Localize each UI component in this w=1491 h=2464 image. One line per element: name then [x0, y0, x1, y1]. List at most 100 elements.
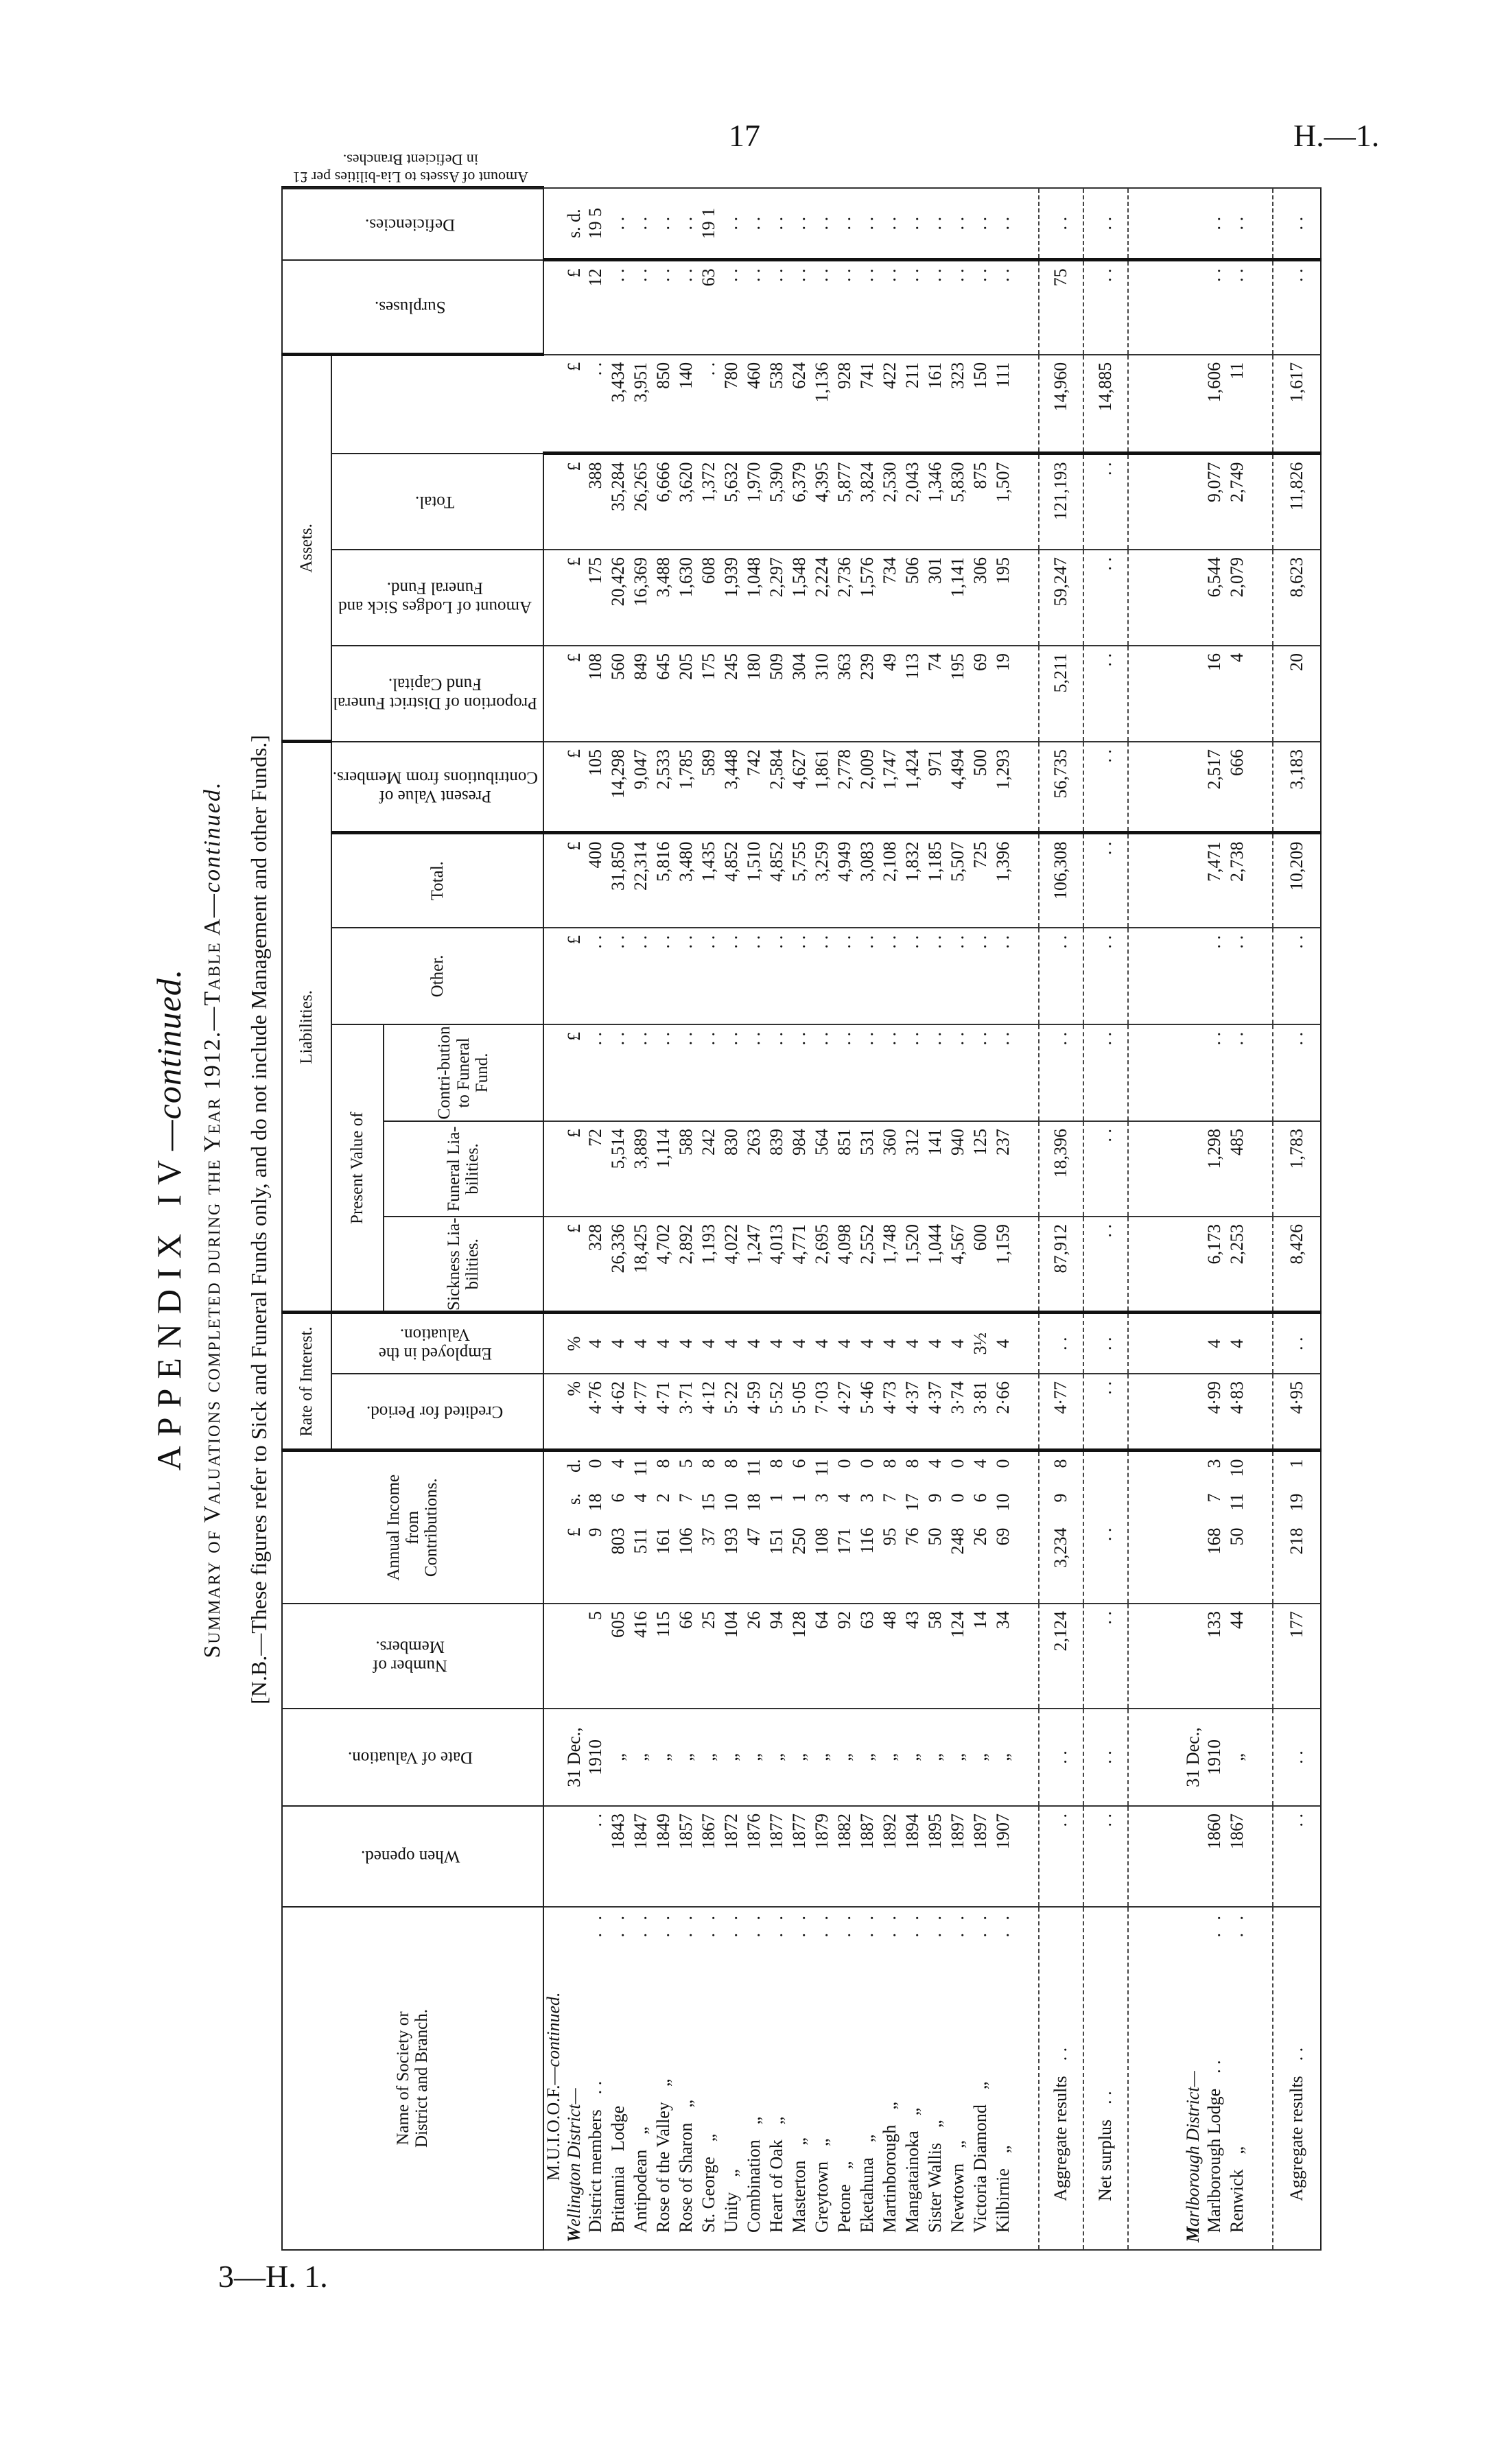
cell-district-fund: 49: [878, 645, 902, 742]
leader-dots: . .: [993, 1912, 1013, 1938]
cell-amount: . .: [607, 187, 630, 260]
cell-employed: [1014, 1312, 1039, 1374]
header-employed: Employed in the Valuation.: [331, 1312, 543, 1374]
cell-date: 1910: [584, 1709, 607, 1806]
cell-date: „: [1225, 1709, 1249, 1806]
cell-pv-contrib: 2,533: [652, 741, 675, 833]
income-amount: 11630: [857, 1459, 877, 1590]
cell-name: [1014, 1907, 1039, 2250]
leader-dots: . .: [766, 1912, 786, 1938]
cell-opened: 1895: [924, 1806, 947, 1907]
cell-employed: . .: [1272, 1312, 1321, 1374]
income-shillings: 4: [834, 1493, 854, 1503]
income-amount: 16873: [1204, 1459, 1224, 1590]
appendix-label: APPENDIX IV: [150, 1150, 188, 1471]
leader-dots: . .: [880, 1912, 900, 1938]
cell-name: Aggregate results. .: [1272, 1907, 1321, 2250]
cell-surplus: 422: [878, 354, 902, 454]
cell-members: 64: [810, 1604, 834, 1709]
income-pence: 0: [857, 1459, 877, 1468]
cell-assets-total: 6,666: [652, 453, 675, 550]
cell-contribution: . .: [878, 1024, 902, 1121]
cell-sick-fund: [1014, 549, 1039, 646]
cell-opened: 1897: [969, 1806, 992, 1907]
cell-deficiency: 75: [1038, 259, 1083, 355]
cell-liab-total: 3,480: [674, 832, 698, 928]
cell-opened: 1867: [697, 1806, 720, 1907]
cell-pv-contrib: 2,584: [765, 741, 788, 833]
cell-sickness: [543, 1216, 564, 1313]
branch-name: Rose of the Valley: [653, 2102, 673, 2233]
name-suffix: „: [766, 2116, 786, 2125]
cell-credited: 4·95: [1272, 1374, 1321, 1451]
income-shillings: 3: [812, 1493, 832, 1503]
cell-deficiency: [1014, 259, 1039, 355]
branch-name: Eketahuna: [857, 2157, 877, 2233]
cell-members: 58: [924, 1604, 947, 1709]
cell-date: „: [788, 1709, 811, 1806]
cell-surplus: . .: [697, 354, 720, 454]
header-date: Date of Valuation.: [282, 1709, 543, 1806]
table-title-continued: continued.: [200, 781, 225, 893]
cell-sickness: 1,193: [697, 1216, 720, 1313]
cell-sickness: 1,159: [991, 1216, 1015, 1313]
cell-district-fund: . .: [1083, 645, 1128, 742]
header-surplus: Surpluses.: [282, 259, 543, 355]
cell-district-fund: 560: [607, 645, 630, 742]
cell-district-fund: £: [563, 645, 585, 742]
cell-date: „: [924, 1709, 947, 1806]
cell-surplus: [543, 354, 564, 454]
cell-other: . .: [1225, 927, 1249, 1024]
table-row: Marlborough District—31 Dec.,: [1182, 187, 1204, 2250]
cell-district-fund: 175: [697, 645, 720, 742]
cell-liab-total: [1127, 832, 1183, 928]
cell-employed: . .: [1038, 1312, 1083, 1374]
income-pounds: 193: [721, 1527, 741, 1555]
cell-surplus: 928: [833, 354, 856, 454]
cell-contribution: . .: [765, 1024, 788, 1121]
income-shillings: 6: [970, 1493, 990, 1503]
cell-name: [1127, 1907, 1183, 2250]
cell-credited: . .: [1083, 1374, 1128, 1451]
branch-name: Newtown: [948, 2163, 967, 2233]
cell-assets-total: 121,193: [1038, 453, 1083, 550]
cell-employed: 4: [629, 1312, 653, 1374]
leader-dots: . .: [744, 1912, 764, 1938]
cell-district-fund: 5,211: [1038, 645, 1083, 742]
cell-pv-contrib: 4,494: [946, 741, 970, 833]
table-title: Summary of Valuations completed during t…: [200, 189, 225, 2251]
cell-members: [1014, 1604, 1039, 1709]
income-pence: 0: [585, 1459, 605, 1468]
cell-deficiency: . .: [652, 259, 675, 355]
cell-sickness: 2,695: [810, 1216, 834, 1313]
cell-assets-total: 1,970: [742, 453, 766, 550]
name-suffix: „: [744, 2116, 764, 2125]
cell-district-fund: [1182, 645, 1204, 742]
cell-sick-fund: 1,141: [946, 549, 970, 646]
cell-funeral: 1,783: [1272, 1120, 1321, 1217]
cell-name: Rose of the Valley„. .: [652, 1907, 675, 2250]
cell-contribution: . .: [810, 1024, 834, 1121]
cell-credited: [543, 1374, 564, 1451]
cell-sickness: 1,044: [924, 1216, 947, 1313]
header-pv-contrib-text: Present Value of Contributions from Memb…: [332, 768, 538, 806]
cell-deficiency: 12: [584, 259, 607, 355]
cell-credited: 4·73: [878, 1374, 902, 1451]
cell-deficiency: . .: [720, 259, 743, 355]
income-amount: 17140: [834, 1459, 854, 1590]
cell-pv-contrib: 1,747: [878, 741, 902, 833]
cell-credited: 4·37: [901, 1374, 924, 1451]
cell-sick-fund: [1182, 549, 1204, 646]
cell-opened: [563, 1806, 585, 1907]
income-shillings: 7: [676, 1493, 696, 1503]
leader-dots: . .: [925, 1912, 945, 1938]
income-pounds: 76: [902, 1527, 922, 1546]
cell-contribution: . .: [924, 1024, 947, 1121]
cell-sick-fund: 1,048: [742, 549, 766, 646]
income-pence: 1: [1286, 1459, 1306, 1468]
cell-pv-contrib: [1014, 741, 1039, 833]
leader-dots: . .: [698, 1912, 718, 1938]
cell-district-fund: 195: [946, 645, 970, 742]
header-sick-fund-text: Amount of Lodges Sick and Funeral Fund.: [338, 578, 532, 617]
